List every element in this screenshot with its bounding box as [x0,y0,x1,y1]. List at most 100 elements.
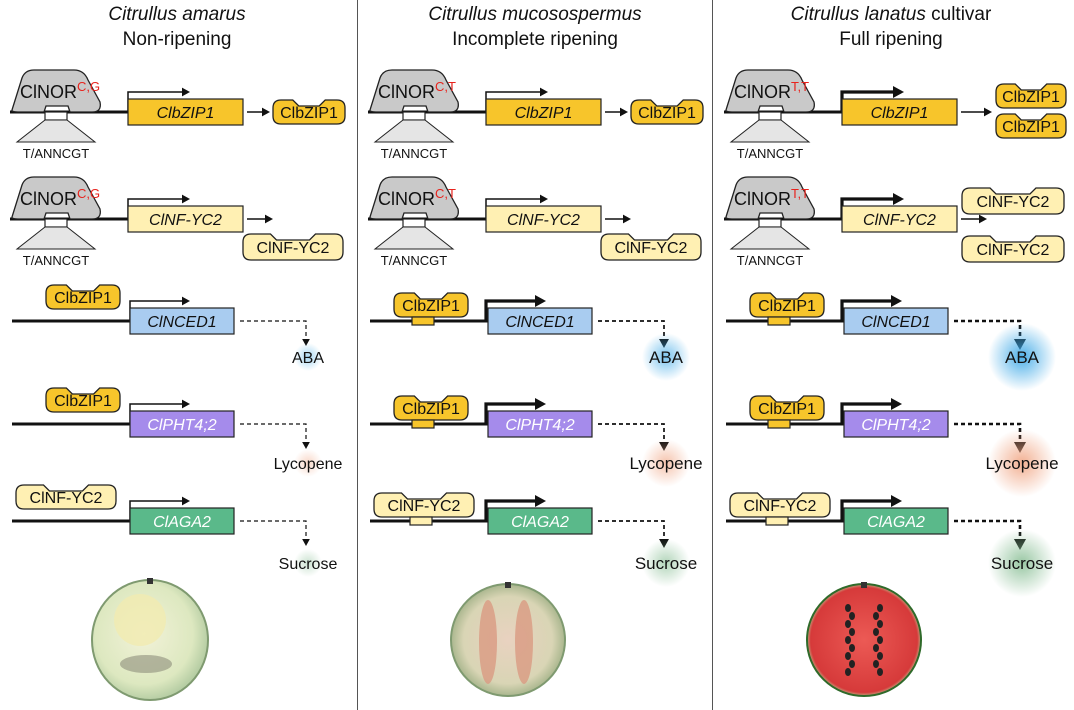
protein-bzip [630,99,704,125]
fruit-seed [877,604,883,612]
tf-pht-label: ClbZIP1 [758,401,816,418]
gene-pht-label: ClPHT4;2 [505,417,574,434]
cinor-nfyc-protein [369,176,459,220]
arrow-head [979,214,987,224]
cinor-nfyc-label: ClNORC,T [378,186,456,209]
gene-nced [487,307,593,335]
tf-pht-label: ClbZIP1 [54,393,112,410]
protein-nfyc [600,233,702,261]
protein-bzip [995,83,1067,109]
gene-aga [843,507,949,535]
fruit-seed [845,636,851,644]
protein-nfyc-label: ClNF-YC2 [615,240,688,257]
gene-bzip-label: ClbZIP1 [871,105,929,122]
species-name: Citrullus mucosospermus [428,4,642,25]
cinor-nfyc-motif: T/ANNCGT [737,253,804,268]
arrow-head [623,214,631,224]
metabolite-pht: Lycopene [274,456,343,473]
gene-bzip [841,98,958,126]
arrow-head [262,107,270,117]
protein-nfyc-label: ClNF-YC2 [977,242,1050,259]
fruit-seed [877,668,883,676]
tss-arrow [840,299,896,321]
gene-nced-label: ClNCED1 [861,314,930,331]
protein-bzip-label: ClbZIP1 [1002,119,1060,136]
cinor-bzip-binding-site [758,111,782,121]
tf-pht [393,395,469,421]
fruit-stem [505,582,511,588]
column-divider [712,0,713,710]
cinor-bzip-motif: T/ANNCGT [23,146,90,161]
fruit-seed [873,612,879,620]
gene-aga-label: ClAGA2 [867,514,925,531]
cinor-nfyc-label: ClNORT,T [734,186,809,209]
species-name: Citrullus amarus [108,4,246,25]
tf-aga-label: ClNF-YC2 [30,490,103,507]
protein-bzip-label: ClbZIP1 [280,105,338,122]
cinor-bzip-motif-fan [729,119,811,143]
gene-nfyc-label: ClNF-YC2 [863,212,936,229]
protein-nfyc-label: ClNF-YC2 [977,194,1050,211]
cinor-nfyc-protein [725,176,815,220]
arrow-head [984,107,992,117]
cinor-nfyc-motif-fan [729,226,811,250]
tf-pht [45,387,121,413]
gene-pht-label: ClPHT4;2 [147,417,216,434]
arrow-head [265,214,273,224]
cinor-nfyc-binding-site [44,218,68,228]
regulation-arrow-head [302,442,310,449]
gene-aga [129,507,235,535]
fruit-seed [877,620,883,628]
binding-site [765,516,789,526]
binding-site [409,516,433,526]
tss-arrow-head [182,496,190,506]
tf-aga [15,484,117,510]
tss-arrow-head [891,494,902,508]
glow-pht [988,429,1056,497]
fruit-seed [873,644,879,652]
tss-arrow-head [540,87,548,97]
cinor-nfyc-protein [11,176,101,220]
gene-nfyc [127,205,244,233]
glow-aga [642,539,690,587]
fruit-seed [849,628,855,636]
tss-arrow-head [891,397,902,411]
tss-arrow-head [535,397,546,411]
cinor-nfyc-motif-fan [373,226,455,250]
tf-nced [749,292,825,318]
tss-arrow-head [535,494,546,508]
fruit-flesh [114,594,166,646]
binding-site [767,316,791,326]
fruit-seed [845,652,851,660]
fruit-seed [849,660,855,668]
gene-bzip [485,98,602,126]
cinor-bzip-motif: T/ANNCGT [737,146,804,161]
tf-aga [373,492,475,518]
phenotype-label: Full ripening [839,29,943,50]
fruit-seed [845,620,851,628]
tss-arrow-head [893,192,904,206]
column-header-lanatus: Citrullus lanatus cultivar Full ripening [714,2,1068,52]
protein-bzip-label: ClbZIP1 [638,105,696,122]
metabolite-nced: ABA [292,350,324,367]
fruit-cross-section [806,583,922,697]
tss-arrow-head [182,399,190,409]
glow-aga [988,529,1056,597]
cinor-bzip-motif-fan [373,119,455,143]
protein-bzip-label: ClbZIP1 [1002,89,1060,106]
regulation-arrow [240,423,307,442]
gene-aga [487,507,593,535]
cinor-bzip-protein [725,69,815,113]
tss-arrow-head [182,87,190,97]
tss-arrow [840,402,896,424]
fruit-flesh [515,600,533,684]
binding-site [411,316,435,326]
glow-nced [988,323,1056,391]
cinor-bzip-label: ClNORC,G [20,79,100,102]
cinor-nfyc-label: ClNORC,G [20,186,100,209]
fruit-seed [845,604,851,612]
gene-bzip [127,98,244,126]
regulation-arrow [598,520,665,539]
gene-pht [487,410,593,438]
cinor-bzip-label: ClNORT,T [734,79,809,102]
